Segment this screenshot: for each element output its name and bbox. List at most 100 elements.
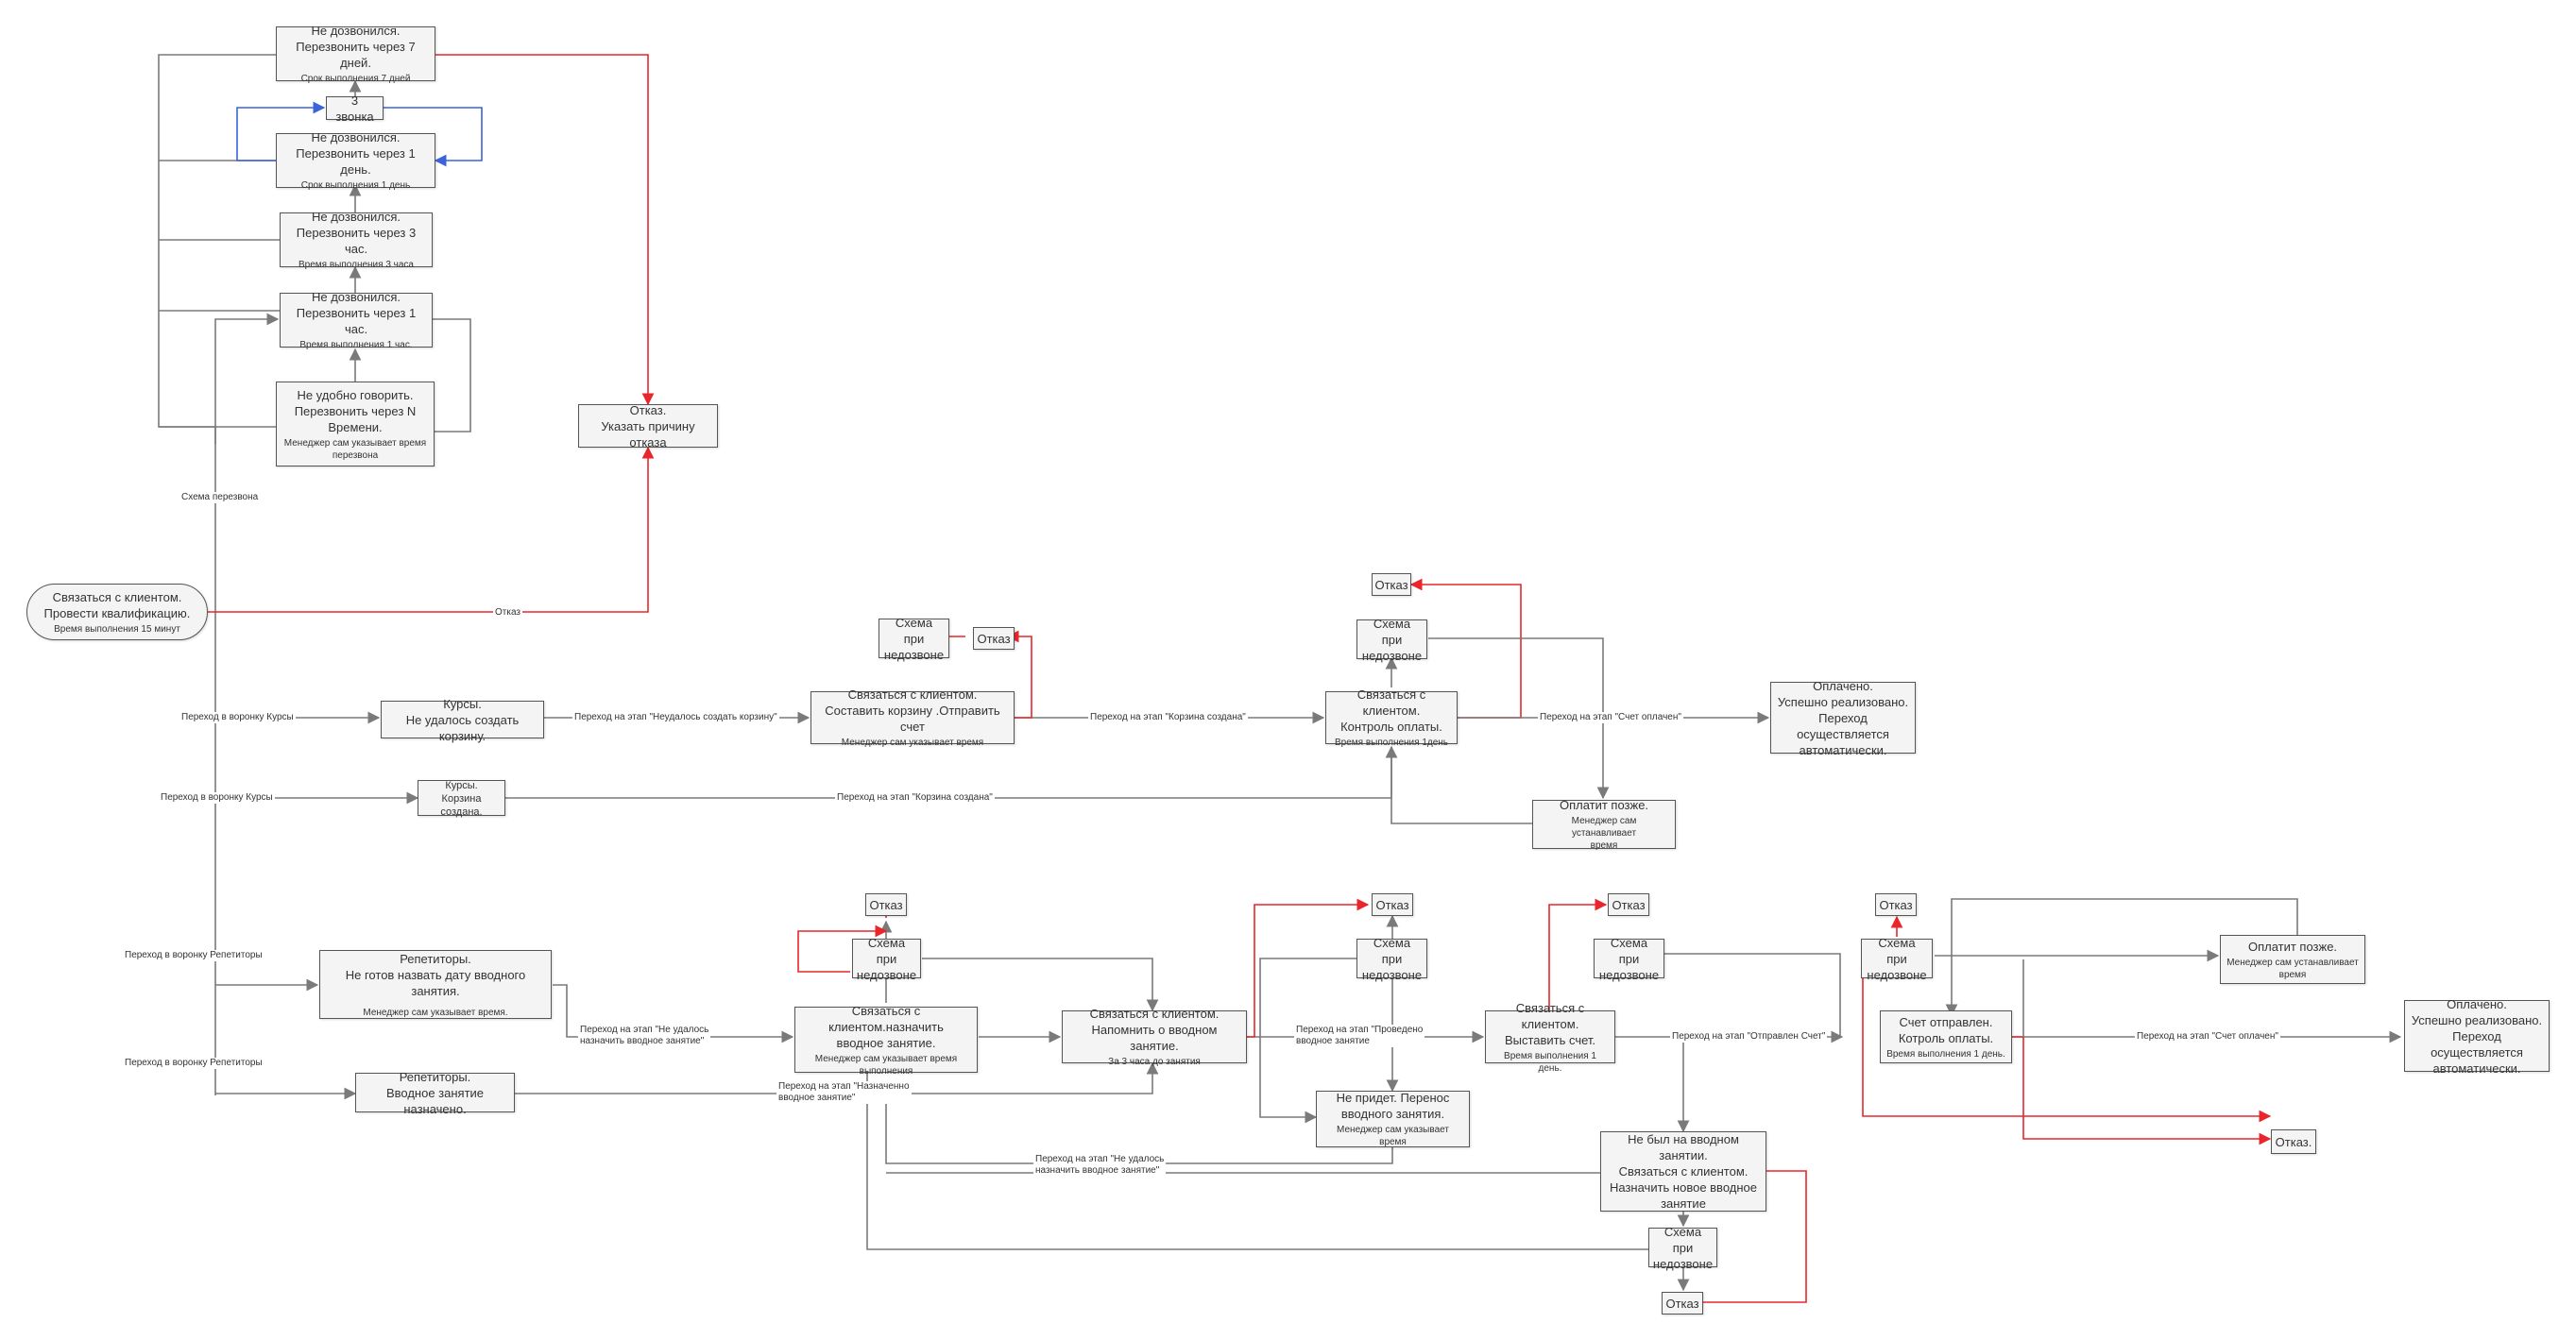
node-title: Не дозвонился. Перезвонить через 1 день. (296, 130, 416, 177)
node-three-calls[interactable]: 3 звонка (326, 93, 384, 124)
node-wont-come-reschedule[interactable]: Не придет. Перенос вводного занятия. Мен… (1316, 1091, 1470, 1147)
node-title: Отказ (1879, 897, 1913, 912)
node-title: Репетиторы. Не готов назвать дату вводно… (345, 951, 526, 998)
edge-label-cart-created-2: Переход на этап "Корзина создана" (835, 792, 995, 804)
node-subtitle: Менеджер сам указывает время выполнения (814, 1053, 958, 1077)
node-refusal-7[interactable]: Отказ (1875, 893, 1917, 916)
node-remind-intro-lesson[interactable]: Связаться с клиентом. Напомнить о вводно… (1062, 1007, 1247, 1067)
node-title: Не дозвонился. Перезвонить через 7 дней. (296, 24, 416, 70)
edge-label-held: Переход на этап "Проведено вводное занят… (1294, 1025, 1425, 1047)
node-missed-call-scheme-2[interactable]: Схема при недозвоне (1356, 617, 1427, 663)
node-title: Связаться с клиентом. Контроль оплаты. (1340, 687, 1442, 734)
node-missed-call-scheme-7[interactable]: Схема при недозвоне (1861, 936, 1933, 982)
node-payment-control[interactable]: Связаться с клиентом. Контроль оплаты. В… (1325, 687, 1458, 748)
node-paid-1[interactable]: Оплачено. Успешно реализовано. Переход о… (1770, 679, 1916, 757)
node-title: Репетиторы. Вводное занятие назначено. (385, 1069, 485, 1116)
node-pay-later-1[interactable]: Оплатит позже. Менеджер сам устанавливае… (1532, 798, 1676, 851)
node-title: Оплатит позже. (1559, 798, 1649, 812)
node-title: Связаться с клиентом. Провести квалифика… (43, 589, 191, 620)
node-subtitle: Менеджер сам указывает время. (363, 1007, 508, 1018)
node-missed-call-scheme-5[interactable]: Схема при недозвоне (1594, 936, 1664, 982)
node-invoice-sent[interactable]: Счет отправлен. Котроль оплаты. Время вы… (1880, 1010, 2012, 1063)
node-title: Схема при недозвоне (1361, 616, 1423, 663)
node-paid-2[interactable]: Оплачено. Успешно реализовано. Переход о… (2404, 997, 2550, 1076)
node-subtitle: За 3 часа до занятия (1108, 1057, 1201, 1067)
node-title: Не дозвонился. Перезвонить через 1 час. (296, 290, 417, 336)
node-subtitle: Время выполнения 1 день. (1504, 1050, 1596, 1074)
node-subtitle: Срок выполнения 1 день (300, 180, 411, 191)
node-refusal-6[interactable]: Отказ (1662, 1292, 1703, 1315)
edge-label-to-courses-1: Переход в воронку Курсы (179, 712, 296, 723)
node-missed-intro-lesson[interactable]: Не был на вводном занятии. Связаться с к… (1600, 1131, 1766, 1212)
node-subtitle: Менеджер сам указывает время (1337, 1125, 1449, 1147)
node-title: Не был на вводном занятии. Связаться с к… (1609, 1132, 1757, 1211)
node-assign-intro-lesson[interactable]: Связаться с клиентом.назначить вводное з… (794, 1004, 978, 1077)
node-title: Курсы. Не удалось создать корзину. (405, 696, 520, 743)
node-title: Отказ (977, 631, 1011, 646)
node-title: Курсы. Корзина создана. (440, 780, 483, 818)
node-missed-call-scheme-4[interactable]: Схема при недозвоне (1356, 936, 1427, 982)
node-title: Оплачено. Успешно реализовано. Переход о… (1777, 678, 1909, 757)
node-issue-invoice[interactable]: Связаться с клиентом. Выставить счет. Вр… (1485, 1001, 1615, 1074)
node-subtitle: Менеджер сам указывает время (841, 738, 984, 748)
node-title: Схема при недозвоне (1867, 935, 1927, 982)
node-title: Связаться с клиентом.назначить вводное з… (828, 1003, 944, 1050)
node-refusal-3[interactable]: Отказ (865, 893, 907, 916)
node-missed-call-scheme-6[interactable]: Схема при недозвоне (1648, 1225, 1717, 1271)
edge-label-paid-2: Переход на этап "Счет оплачен" (2135, 1031, 2280, 1043)
node-title: Отказ. (2275, 1134, 2312, 1149)
node-refusal-1[interactable]: Отказ (973, 627, 1015, 650)
node-title: Связаться с клиентом. Напомнить о вводно… (1089, 1007, 1220, 1053)
node-make-cart[interactable]: Связаться с клиентом. Составить корзину … (810, 687, 1015, 748)
node-tutors-lesson-assigned[interactable]: Репетиторы. Вводное занятие назначено. (355, 1070, 515, 1116)
node-no-answer-3-hours[interactable]: Не дозвонился. Перезвонить через 3 час. … (280, 210, 433, 270)
node-title: Оплатит позже. (2247, 939, 2338, 954)
node-no-answer-1-day[interactable]: Не дозвонился. Перезвонить через 1 день.… (276, 130, 435, 191)
node-title: Не удобно говорить. Перезвонить через N … (294, 387, 417, 434)
node-tutors-no-date[interactable]: Репетиторы. Не готов назвать дату вводно… (319, 950, 552, 1019)
node-pay-later-2[interactable]: Оплатит позже. Менеджер сам устанавливае… (2220, 935, 2365, 984)
edge-label-paid-1: Переход на этап "Счет оплачен" (1538, 712, 1683, 723)
node-title: Оплачено. Успешно реализовано. Переход о… (2411, 996, 2543, 1076)
node-title: Отказ (1665, 1296, 1699, 1311)
edge-label-assigned: Переход на этап "Назначенно вводное заня… (776, 1081, 912, 1104)
node-title: Схема при недозвоне (1598, 935, 1660, 982)
edge-label-no-date: Переход на этап "Не удалось назначить вв… (578, 1025, 711, 1047)
node-subtitle: Срок выполнения 7 дней (300, 74, 411, 84)
edge-label-refusal: Отказ (493, 607, 522, 619)
node-subtitle: Время выполнения 1 час. (299, 340, 413, 350)
node-refusal-main[interactable]: Отказ. Указать причину отказа (578, 402, 718, 449)
edge-label-no-date-2: Переход на этап "Не удалось назначить вв… (1033, 1154, 1167, 1177)
node-refusal-8[interactable]: Отказ. (2271, 1129, 2316, 1154)
node-title: Схема при недозвоне (1652, 1224, 1714, 1271)
node-title: Не придет. Перенос вводного занятия. (1336, 1091, 1450, 1121)
node-start-qualification[interactable]: Связаться с клиентом. Провести квалифика… (26, 584, 208, 640)
edge-label-recall-scheme: Схема перезвона (179, 492, 261, 503)
edge-label-invoice-sent: Переход на этап "Отправлен Счет" (1670, 1031, 1828, 1043)
node-title: Схема при недозвоне (856, 935, 917, 982)
node-subtitle: Время выполнения 15 минут (54, 623, 180, 635)
node-courses-cart-created[interactable]: Курсы. Корзина создана. (418, 780, 505, 818)
node-subtitle: Менеджер сам устанавливает время (1571, 816, 1637, 851)
node-subtitle: Менеджер сам устанавливает время (2226, 957, 2359, 980)
node-title: Схема при недозвоне (1361, 935, 1423, 982)
node-subtitle: Время выполнения 1 день. (1886, 1048, 2005, 1060)
node-missed-call-scheme-1[interactable]: Схема при недозвоне (879, 616, 949, 662)
node-title: Не дозвонился. Перезвонить через 3 час. (296, 210, 417, 256)
node-title: Связаться с клиентом. Выставить счет. (1504, 1000, 1596, 1047)
node-title: 3 звонка (335, 93, 374, 124)
node-refusal-4[interactable]: Отказ (1372, 893, 1413, 916)
node-refusal-5[interactable]: Отказ (1608, 893, 1649, 916)
recall-line (158, 54, 276, 612)
node-no-answer-7-days[interactable]: Не дозвонился. Перезвонить через 7 дней.… (276, 24, 435, 84)
node-refusal-2[interactable]: Отказ (1372, 573, 1411, 596)
node-title: Отказ. Указать причину отказа (601, 402, 695, 449)
node-title: Отказ (1612, 897, 1646, 912)
node-courses-cart-failed[interactable]: Курсы. Не удалось создать корзину. (381, 697, 544, 743)
node-no-answer-1-hour[interactable]: Не дозвонился. Перезвонить через 1 час. … (280, 290, 433, 350)
edge-label-cart-created-1: Переход на этап "Корзина создана" (1088, 712, 1248, 723)
node-missed-call-scheme-3[interactable]: Схема при недозвоне (852, 936, 921, 982)
node-inconvenient-to-talk[interactable]: Не удобно говорить. Перезвонить через N … (276, 382, 435, 466)
